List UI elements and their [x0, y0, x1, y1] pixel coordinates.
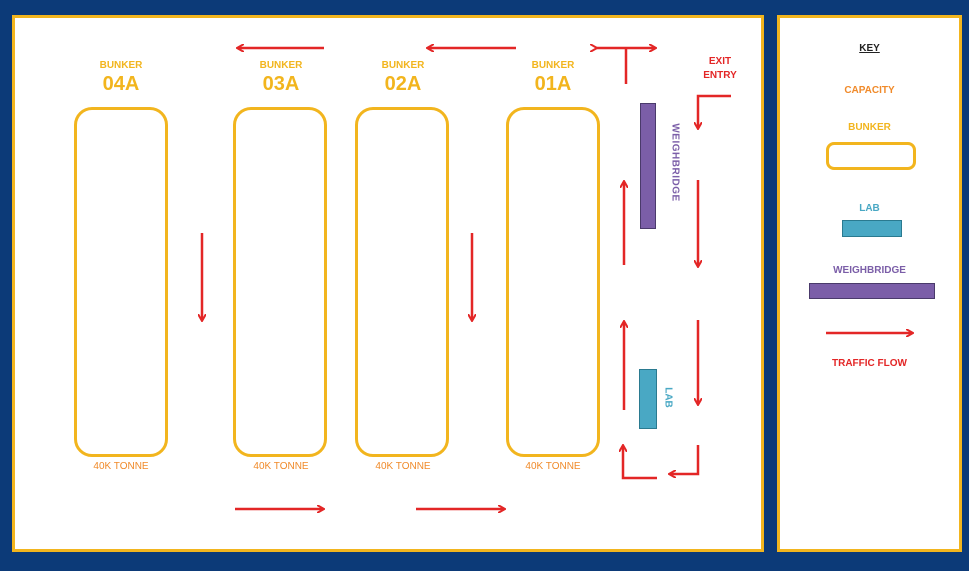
- bunker-02a-id: 02A: [384, 73, 422, 95]
- bunker-03a-label: BUNKER: [259, 60, 303, 71]
- bunker-02a-capacity: 40K TONNE: [375, 461, 431, 472]
- bunker-01a: [506, 107, 600, 457]
- weighbridge: [640, 103, 656, 229]
- exit-entry-label: EXIT ENTRY: [690, 55, 750, 83]
- bunker-01a-id: 01A: [534, 73, 572, 95]
- key-title: KEY: [859, 43, 880, 54]
- key-lab-swatch: [842, 220, 902, 237]
- exit-label: EXIT: [708, 56, 732, 67]
- key-weighbridge-label: WEIGHBRIDGE: [833, 265, 906, 276]
- bunker-01a-capacity: 40K TONNE: [525, 461, 581, 472]
- site-plan-panel: [12, 15, 764, 552]
- arrow-corner-right: [670, 445, 700, 474]
- key-bunker-label: BUNKER: [848, 122, 891, 133]
- key-capacity-label: CAPACITY: [844, 85, 895, 96]
- key-lab-label: LAB: [859, 203, 880, 214]
- bunker-04a: [74, 107, 168, 457]
- bunker-04a-capacity: 40K TONNE: [93, 461, 149, 472]
- key-weighbridge-swatch: [809, 283, 935, 299]
- lab: [639, 369, 657, 429]
- bunker-01a-label: BUNKER: [531, 60, 575, 71]
- bunker-02a: [355, 107, 449, 457]
- bunker-03a: [233, 107, 327, 457]
- arrow-corner-left: [623, 446, 657, 480]
- bunker-03a-capacity: 40K TONNE: [253, 461, 309, 472]
- bunker-04a-id: 04A: [102, 73, 140, 95]
- bunker-04a-label: BUNKER: [99, 60, 143, 71]
- key-traffic-label: TRAFFIC FLOW: [832, 358, 907, 369]
- bunker-03a-id: 03A: [262, 73, 300, 95]
- entry-label: ENTRY: [703, 70, 737, 81]
- key-bunker-swatch: [826, 142, 916, 170]
- arrow-entry: [698, 94, 731, 128]
- bunker-02a-label: BUNKER: [381, 60, 425, 71]
